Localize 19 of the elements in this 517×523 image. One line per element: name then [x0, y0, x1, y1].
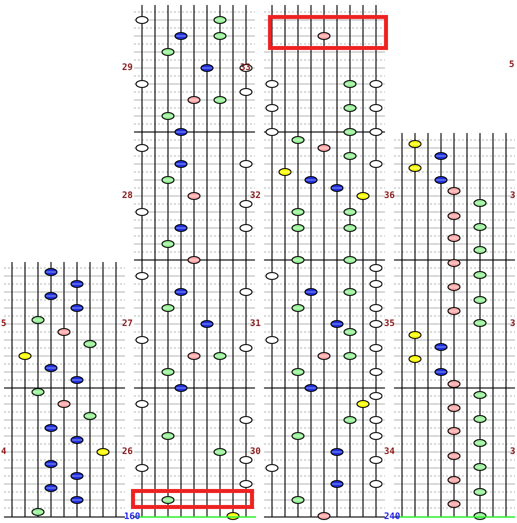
measure-number: 3 [510, 448, 516, 457]
measure-number: 30 [250, 448, 261, 457]
measure-number: 34 [384, 448, 395, 457]
time-marker: 240 [384, 513, 400, 522]
measure-number: 29 [122, 64, 133, 73]
measure-number: 36 [384, 192, 395, 201]
measure-number: 3 [510, 320, 516, 329]
measure-number: 28 [122, 192, 133, 201]
measure-number: 35 [384, 320, 395, 329]
measure-number: 27 [122, 320, 133, 329]
measure-number: 3 [510, 192, 516, 201]
measure-number: 31 [250, 320, 261, 329]
measure-number: 26 [122, 448, 133, 457]
measure-number: 5 [509, 61, 514, 70]
measure-number: 32 [250, 192, 261, 201]
measure-number: 4 [1, 448, 6, 457]
measure-number: 33 [240, 64, 251, 73]
measure-number: 5 [1, 320, 6, 329]
time-marker: 160 [124, 513, 140, 522]
